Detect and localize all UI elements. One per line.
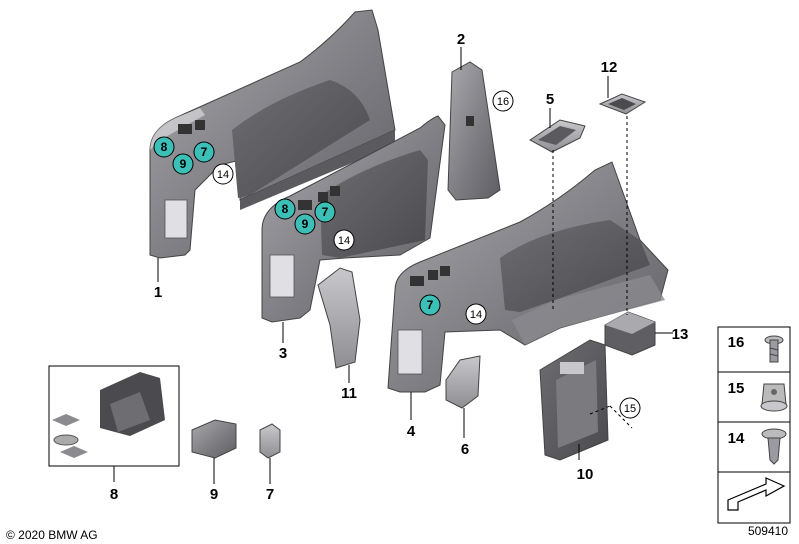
label-part-2: 2	[457, 31, 465, 48]
part-10-net-cover[interactable]	[539, 339, 609, 461]
part-5-bracket[interactable]	[529, 119, 586, 153]
leader-lines	[113, 47, 673, 484]
svg-text:7: 7	[201, 145, 208, 159]
part-7-clip[interactable]	[259, 423, 281, 459]
callout-teal-7: 7	[193, 141, 215, 163]
svg-text:15: 15	[624, 403, 636, 415]
part-13-bracket[interactable]	[604, 311, 656, 356]
callout-teal-9: 9	[172, 153, 194, 175]
svg-text:14: 14	[728, 430, 745, 447]
callout-teal-7: 7	[314, 201, 336, 223]
svg-text:14: 14	[470, 309, 482, 321]
fastener-legend: 16 15 14	[717, 326, 791, 524]
diagram-id: 509410	[748, 524, 788, 538]
svg-text:7: 7	[322, 205, 329, 219]
svg-text:8: 8	[161, 140, 168, 154]
label-part-3: 3	[279, 345, 287, 362]
label-part-8: 8	[110, 486, 118, 503]
copyright-text: © 2020 BMW AG	[6, 528, 98, 542]
legend-item-16: 16	[728, 334, 784, 363]
part-1-side-trim-panel[interactable]	[149, 9, 396, 259]
svg-text:14: 14	[338, 235, 350, 247]
part-2-pillar-trim[interactable]	[447, 61, 501, 201]
label-part-10: 10	[577, 466, 594, 483]
callout-14: 14	[212, 163, 234, 185]
legend-item-15: 15	[728, 380, 788, 412]
detail-box-part-8	[48, 365, 180, 467]
callout-16: 16	[492, 90, 514, 112]
svg-text:9: 9	[302, 217, 309, 231]
label-part-7: 7	[266, 486, 274, 503]
label-part-4: 4	[407, 423, 416, 440]
svg-text:16: 16	[497, 96, 509, 108]
clip-nut-icon	[760, 383, 788, 412]
callout-14: 14	[465, 303, 487, 325]
label-part-1: 1	[154, 284, 162, 301]
label-part-12: 12	[601, 59, 618, 76]
direction-arrow-icon	[727, 477, 786, 511]
svg-text:7: 7	[427, 298, 434, 312]
callout-15: 15	[619, 397, 641, 419]
callout-teal-8: 8	[274, 198, 296, 220]
callouts-open: 14 14 14 16 15	[212, 90, 641, 419]
label-part-9: 9	[210, 486, 218, 503]
callout-teal-7: 7	[419, 294, 441, 316]
callout-teal-8: 8	[153, 136, 175, 158]
part-11-bracket[interactable]	[317, 267, 361, 369]
callout-teal-9: 9	[294, 213, 316, 235]
part-9-clip[interactable]	[191, 419, 237, 459]
svg-text:15: 15	[728, 380, 745, 397]
legend-item-14: 14	[728, 428, 787, 465]
svg-text:8: 8	[282, 202, 289, 216]
label-part-11: 11	[341, 385, 357, 402]
label-part-5: 5	[546, 91, 554, 108]
screw-icon	[764, 335, 784, 363]
svg-text:16: 16	[728, 334, 745, 351]
label-part-6: 6	[461, 441, 469, 458]
svg-text:9: 9	[180, 157, 187, 171]
callouts-teal: 8 9 7 8 9 7 7	[153, 136, 441, 316]
label-part-13: 13	[672, 326, 689, 343]
callout-14: 14	[333, 229, 355, 251]
expanding-rivet-icon	[761, 428, 787, 465]
svg-text:14: 14	[217, 169, 229, 181]
part-6-clip[interactable]	[445, 355, 481, 409]
part-labels: 1 2 3 4 5 6 7 8 9 10 11 12 13	[110, 31, 689, 503]
part-12-cover[interactable]	[598, 93, 647, 115]
